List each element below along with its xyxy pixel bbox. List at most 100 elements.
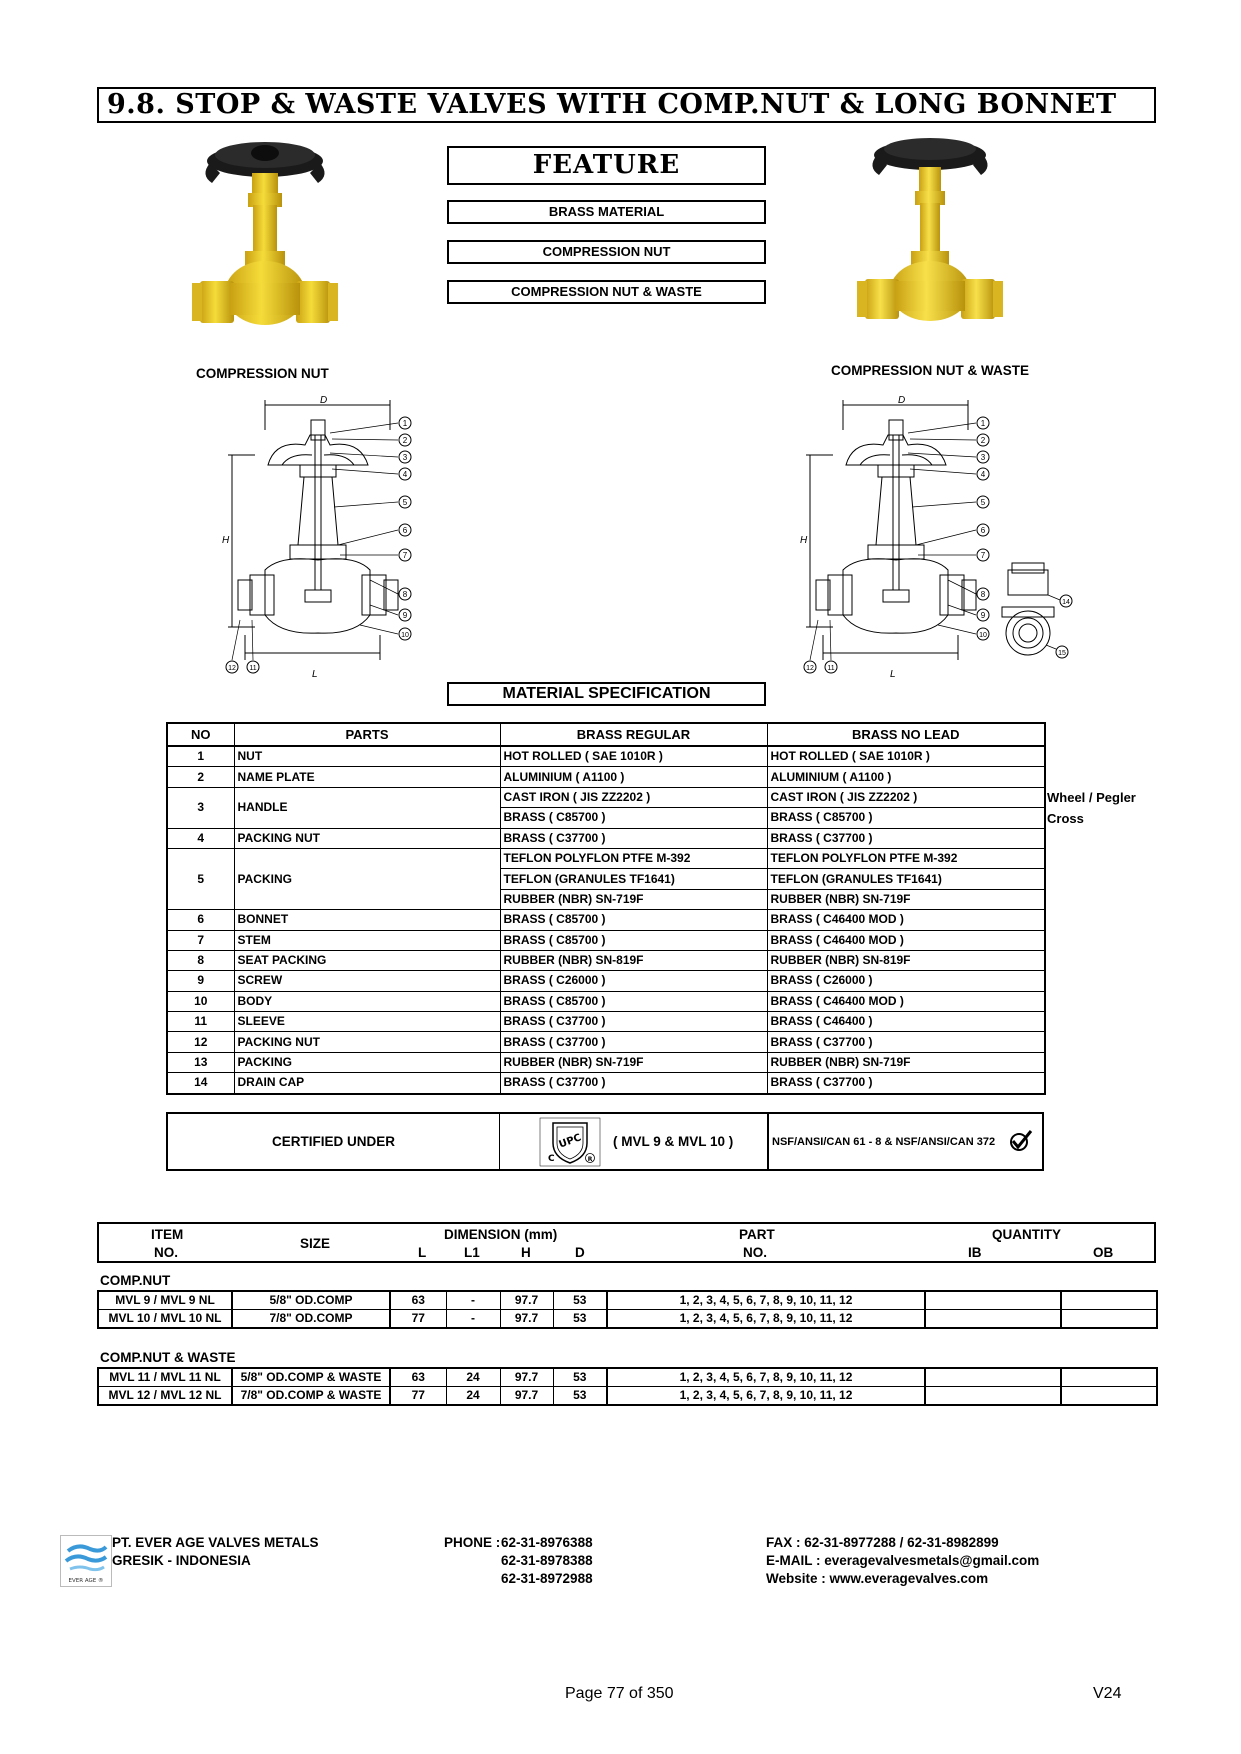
qty-ob	[1060, 1367, 1158, 1387]
version: V24	[1093, 1685, 1122, 1702]
row-nolead: BRASS ( C37700 )	[766, 1072, 1046, 1095]
table-row: 3 HANDLE CAST IRON ( JIS ZZ2202 ) CAST I…	[166, 786, 1046, 829]
certified-under-label: CERTIFIED UNDER	[168, 1114, 500, 1169]
row-regular: BRASS ( C37700 )	[499, 1011, 768, 1033]
callout-6: 6	[403, 526, 408, 535]
row-no: 14	[166, 1072, 235, 1095]
table-row: 6 BONNET BRASS ( C85700 ) BRASS ( C46400…	[166, 909, 1046, 931]
row-regular: TEFLON (GRANULES TF1641)	[499, 868, 768, 890]
row-regular: TEFLON POLYFLON PTFE M-392	[499, 847, 768, 870]
callout-8: 8	[403, 590, 408, 599]
company-name: PT. EVER AGE VALVES METALS	[112, 1535, 319, 1550]
feature-compression-nut-waste: COMPRESSION NUT & WASTE	[447, 280, 766, 304]
row-nolead: BRASS ( C37700 )	[766, 1031, 1046, 1053]
callout-10: 10	[979, 632, 987, 639]
row-regular: BRASS ( C37700 )	[499, 827, 768, 849]
certification-standard: NSF/ANSI/CAN 61 - 8 & NSF/ANSI/CAN 372	[772, 1135, 996, 1148]
row-nolead: BRASS ( C26000 )	[766, 970, 1046, 992]
qty-ob	[1060, 1290, 1158, 1310]
compression-nut-waste-caption: COMPRESSION NUT & WASTE	[831, 363, 1030, 378]
table-row: 9 SCREW BRASS ( C26000 ) BRASS ( C26000 …	[166, 970, 1046, 992]
feature-brass-material: BRASS MATERIAL	[447, 200, 766, 224]
callout-1: 1	[981, 419, 986, 428]
part-no: 1, 2, 3, 4, 5, 6, 7, 8, 9, 10, 11, 12	[606, 1367, 926, 1387]
feature-title: FEATURE	[447, 146, 766, 185]
size: 7/8" OD.COMP	[231, 1309, 391, 1329]
row-part: PACKING	[233, 1051, 501, 1074]
row-part: SLEEVE	[233, 1011, 501, 1033]
callout-11: 11	[827, 665, 834, 672]
nsf-check-icon	[1010, 1130, 1033, 1151]
material-specification-table: NO PARTS BRASS REGULAR BRASS NO LEAD 1 N…	[166, 722, 1046, 1095]
qty-ob	[1060, 1309, 1158, 1329]
row-part: PACKING	[233, 847, 501, 911]
dim-l: 77	[389, 1386, 447, 1406]
row-no: 9	[166, 970, 235, 992]
row-nolead: CAST IRON ( JIS ZZ2202 )	[766, 786, 1046, 809]
table-row: 1 NUT HOT ROLLED ( SAE 1010R ) HOT ROLLE…	[166, 745, 1046, 768]
callout-15: 15	[1058, 650, 1066, 657]
certification-box: CERTIFIED UNDER UPC C R ( MVL 9 & MVL 10…	[166, 1112, 1044, 1171]
dim-l1: -	[445, 1309, 501, 1329]
row-no: 7	[166, 929, 235, 951]
table-row: 7 STEM BRASS ( C85700 ) BRASS ( C46400 M…	[166, 929, 1046, 951]
row-nolead: RUBBER (NBR) SN-719F	[766, 1051, 1046, 1074]
dim-l1: 24	[445, 1386, 501, 1406]
table-row: 11 SLEEVE BRASS ( C37700 ) BRASS ( C4640…	[166, 1011, 1046, 1033]
upc-c-mark: C	[548, 1154, 555, 1164]
row-no: 1	[166, 745, 235, 768]
dim-d: 53	[552, 1367, 608, 1387]
dimension-table-header: ITEM NO. SIZE DIMENSION (mm) L L1 H D PA…	[97, 1222, 1156, 1263]
row-regular: BRASS ( C26000 )	[499, 970, 768, 992]
table-row: 12 PACKING NUT BRASS ( C37700 ) BRASS ( …	[166, 1031, 1046, 1053]
logo-text: EVER AGE ®	[69, 1577, 104, 1584]
certification-standard-cell: NSF/ANSI/CAN 61 - 8 & NSF/ANSI/CAN 372	[769, 1114, 1045, 1169]
dim-h-label: H	[800, 535, 808, 546]
callout-7: 7	[403, 551, 408, 560]
header-part: PART	[739, 1227, 775, 1242]
qty-ib	[924, 1386, 1062, 1406]
row-part: NAME PLATE	[233, 766, 501, 788]
certification-logo-cell: UPC C R ( MVL 9 & MVL 10 )	[499, 1114, 769, 1169]
callout-12: 12	[228, 665, 236, 672]
row-part: BONNET	[233, 909, 501, 931]
callout-6: 6	[981, 526, 986, 535]
size: 5/8" OD.COMP	[231, 1290, 391, 1310]
row-regular: RUBBER (NBR) SN-719F	[499, 1051, 768, 1074]
phone-1: 62-31-8976388	[501, 1535, 593, 1550]
row-regular: BRASS ( C37700 )	[499, 1031, 768, 1053]
dim-h-label: H	[222, 535, 230, 546]
row-regular: BRASS ( C85700 )	[499, 909, 768, 931]
table-row: MVL 10 / MVL 10 NL 7/8" OD.COMP 77 - 97.…	[97, 1309, 1158, 1329]
compression-nut-waste-valve-photo	[857, 138, 1003, 321]
email: E-MAIL : everagevalvesmetals@gmail.com	[766, 1553, 1040, 1568]
callout-7: 7	[981, 551, 986, 560]
dim-d-label: D	[898, 395, 905, 406]
row-regular: ALUMINIUM ( A1100 )	[499, 766, 768, 788]
row-part: BODY	[233, 990, 501, 1013]
dim-h: 97.7	[499, 1290, 554, 1310]
callout-10: 10	[401, 632, 409, 639]
page-number: Page 77 of 350	[565, 1685, 674, 1702]
phone-3: 62-31-8972988	[501, 1571, 593, 1586]
table-row: MVL 9 / MVL 9 NL 5/8" OD.COMP 63 - 97.7 …	[97, 1290, 1158, 1310]
row-regular: BRASS ( C85700 )	[499, 929, 768, 951]
row-no: 3	[166, 786, 235, 829]
callout-9: 9	[981, 611, 986, 620]
part-no: 1, 2, 3, 4, 5, 6, 7, 8, 9, 10, 11, 12	[606, 1386, 926, 1406]
table-row: RUBBER (NBR) SN-719F RUBBER (NBR) SN-719…	[167, 888, 1046, 911]
dim-d-label: D	[320, 395, 327, 406]
feature-compression-nut: COMPRESSION NUT	[447, 240, 766, 264]
row-nolead: BRASS ( C46400 )	[766, 1011, 1046, 1033]
row-nolead: RUBBER (NBR) SN-719F	[766, 888, 1046, 911]
handle-note-cross: Cross	[1047, 811, 1084, 826]
table-row: 5 PACKING TEFLON POLYFLON PTFE M-392 TEF…	[166, 847, 1046, 911]
table-row: 13 PACKING RUBBER (NBR) SN-719F RUBBER (…	[166, 1051, 1046, 1074]
header-d: D	[575, 1245, 585, 1260]
table-row: MVL 11 / MVL 11 NL 5/8" OD.COMP & WASTE …	[97, 1367, 1158, 1387]
upc-certification-icon: UPC C R	[539, 1117, 601, 1166]
qty-ib	[924, 1290, 1062, 1310]
row-regular: BRASS ( C85700 )	[499, 990, 768, 1013]
callout-3: 3	[403, 453, 408, 462]
callout-3: 3	[981, 453, 986, 462]
